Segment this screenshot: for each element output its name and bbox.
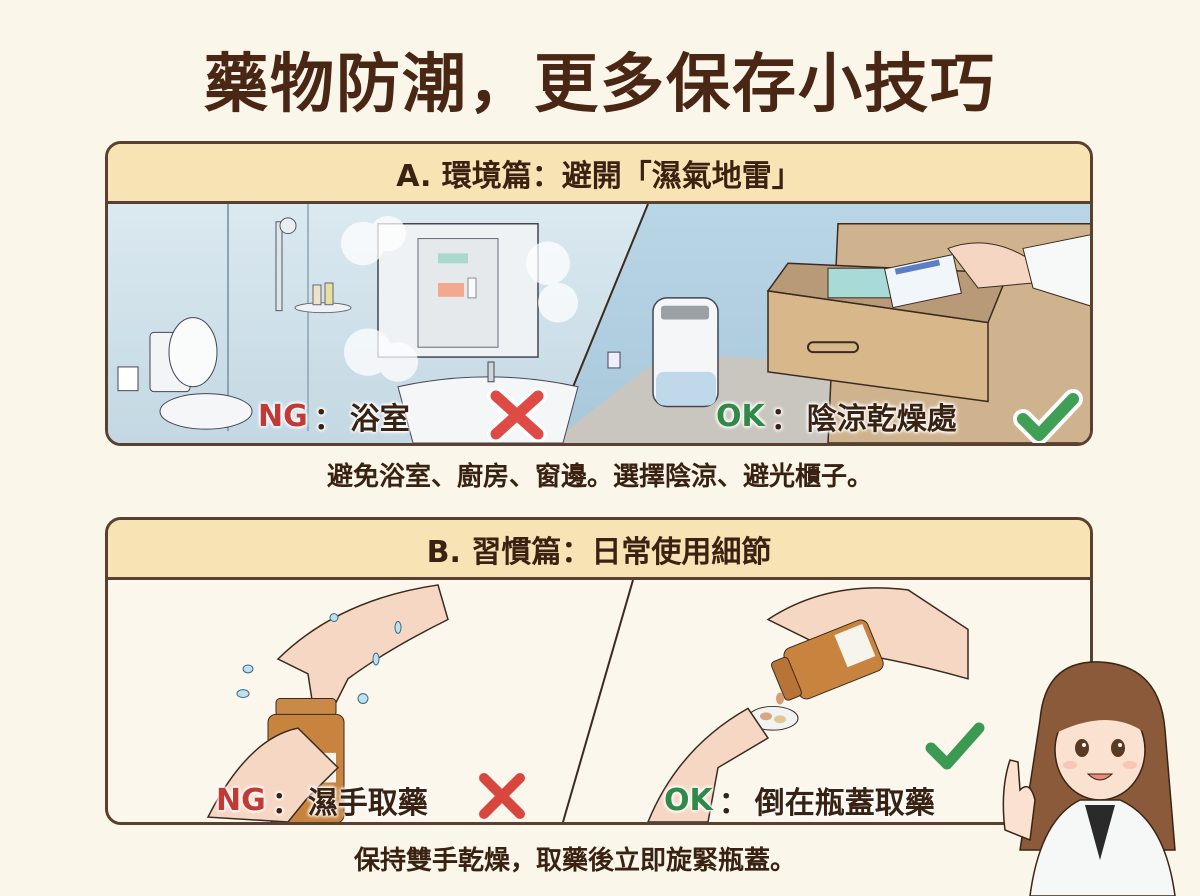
bathroom-illustration (108, 204, 1090, 443)
ng-tag: NG (258, 398, 308, 434)
ng-label-bathroom: NG ： 浴室 (258, 394, 410, 438)
ok-label-pour-into-cap: OK ： 倒在瓶蓋取藥 (664, 778, 935, 822)
ok-text: 陰涼乾燥處 (806, 402, 957, 437)
pharmacist-character-icon (1002, 661, 1176, 896)
checkmark-icon (1013, 389, 1083, 443)
section-header: B. 習慣篇：日常使用細節 (108, 520, 1090, 580)
ng-text: 浴室 (349, 402, 410, 437)
section-a-caption: 避免浴室、廚房、窗邊。選擇陰涼、避光櫃子。 (326, 462, 873, 492)
section-b-caption: 保持雙手乾燥，取藥後立即旋緊瓶蓋。 (353, 846, 796, 876)
section-environment: A. 環境篇：避開「濕氣地雷」 (105, 141, 1093, 446)
cross-icon (479, 773, 525, 819)
ng-tag: NG (216, 782, 266, 818)
ok-label-cool-dry-place: OK ： 陰涼乾燥處 (716, 394, 957, 438)
cross-icon (487, 388, 547, 442)
section-header: A. 環境篇：避開「濕氣地雷」 (108, 144, 1090, 204)
ok-tag: OK (664, 782, 713, 818)
ok-tag: OK (716, 398, 765, 434)
ng-text: 濕手取藥 (307, 786, 428, 821)
section-habits: B. 習慣篇：日常使用細節 (105, 517, 1093, 825)
checkmark-icon (925, 722, 985, 770)
ng-label-wet-hands: NG ： 濕手取藥 (216, 778, 428, 822)
ok-text: 倒在瓶蓋取藥 (754, 786, 935, 821)
page-title: 藥物防潮，更多保存小技巧 (204, 48, 996, 122)
pill-handling-illustration (206, 580, 969, 822)
